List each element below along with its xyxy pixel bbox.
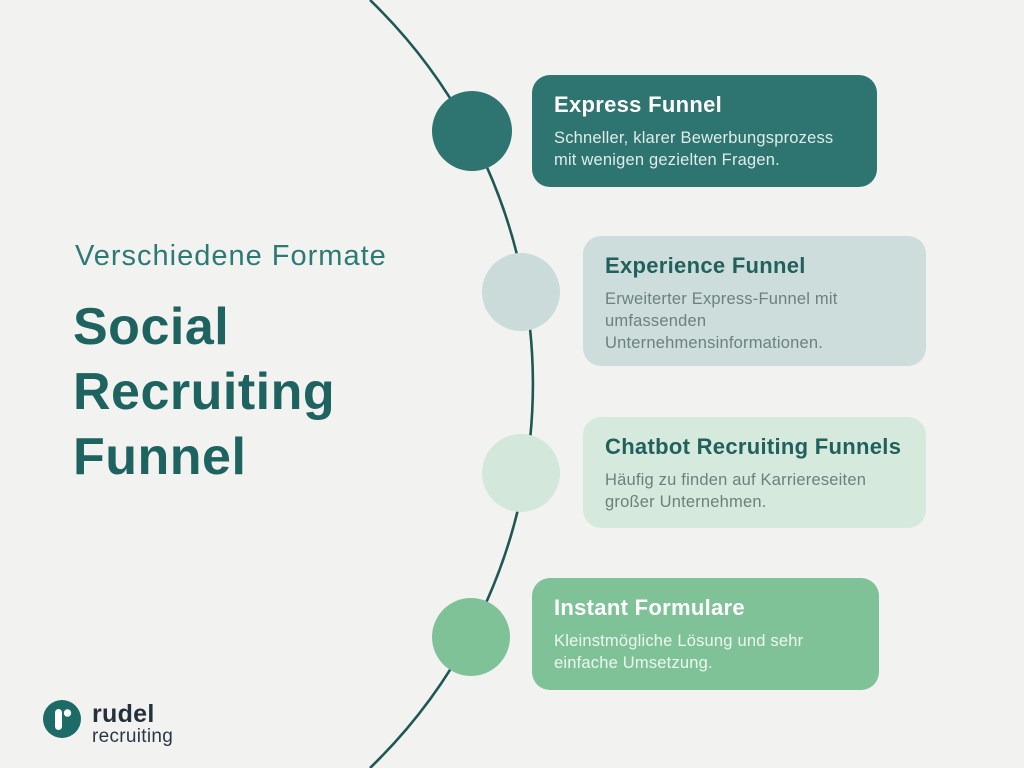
card-express-funnel-heading: Express Funnel (554, 92, 723, 117)
logo-name: rudel (92, 700, 155, 728)
page-title-line-3: Funnel (73, 428, 247, 486)
card-chatbot-recruiting-funnels-body: Häufig zu finden auf Karriereseiten groß… (605, 471, 867, 511)
card-express-funnel: Express Funnel Schneller, klarer Bewerbu… (532, 75, 877, 187)
card-experience-funnel-heading: Experience Funnel (605, 253, 806, 278)
card-instant-formulare-heading: Instant Formulare (554, 595, 745, 620)
timeline-node-chatbot (482, 434, 560, 512)
card-chatbot-recruiting-funnels-heading: Chatbot Recruiting Funnels (605, 434, 902, 459)
page-title-line-1: Social (73, 298, 230, 356)
logo-tagline: recruiting (92, 726, 174, 747)
timeline-node-instant (432, 598, 510, 676)
card-experience-funnel: Experience Funnel Erweiterter Express-Fu… (583, 236, 926, 366)
page-subtitle: Verschiedene Formate (75, 240, 387, 272)
card-instant-formulare: Instant Formulare Kleinstmögliche Lösung… (532, 578, 879, 690)
card-experience-funnel-body: Erweiterter Express-Funnel mit umfassend… (605, 290, 838, 352)
card-instant-formulare-body: Kleinstmögliche Lösung und sehr einfache… (554, 632, 804, 672)
logo-text: rudel recruiting (92, 700, 174, 748)
page-title-line-2: Recruiting (73, 363, 336, 421)
card-chatbot-recruiting-funnels: Chatbot Recruiting Funnels Häufig zu fin… (583, 417, 926, 528)
timeline-node-experience (482, 253, 560, 331)
logo-rudel-recruiting: rudel recruiting (43, 700, 173, 747)
logo-r-icon (43, 700, 81, 738)
timeline-node-express (432, 91, 512, 171)
card-express-funnel-body: Schneller, klarer Bewerbungsprozess mit … (554, 129, 834, 169)
